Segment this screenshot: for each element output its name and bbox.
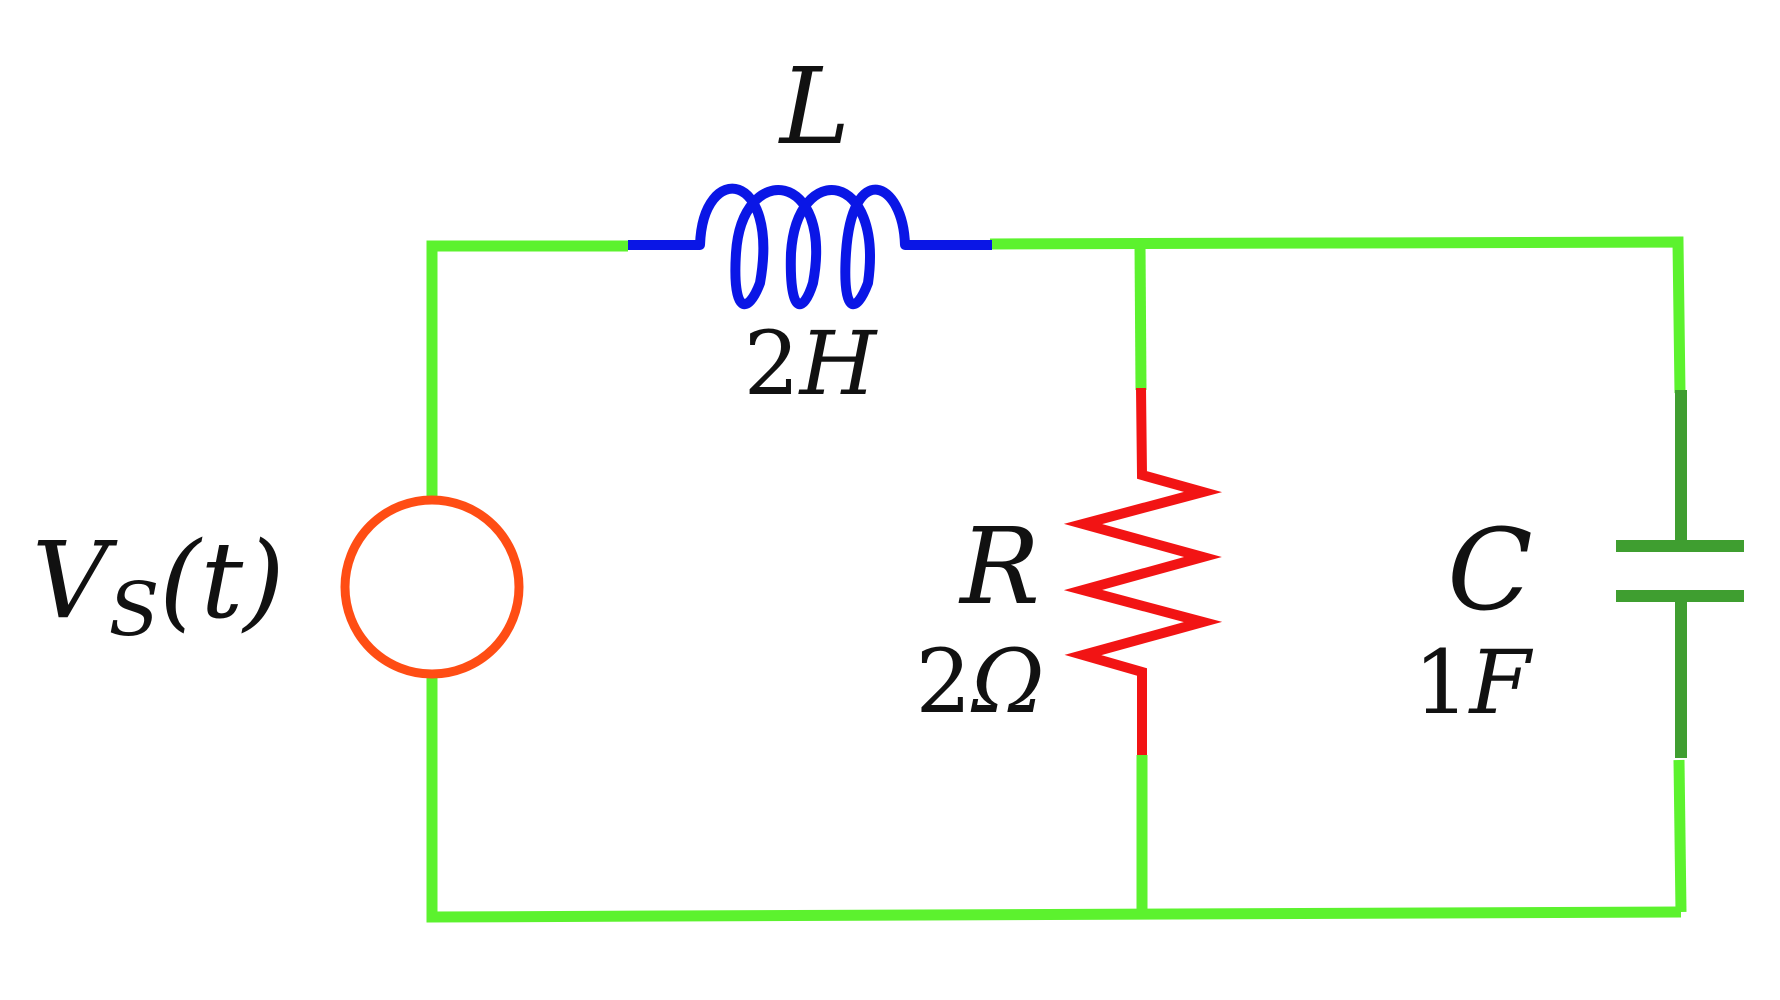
capacitor-value-label: 1F — [1413, 631, 1533, 734]
resistor-value-label: 2Ω — [916, 630, 1045, 733]
resistor-body — [1063, 387, 1223, 755]
capacitor-plates-icon — [1616, 390, 1744, 758]
resistor-value-number: 2 — [916, 630, 972, 733]
capacitor-symbol-label: C — [1447, 506, 1533, 636]
voltage-source-circle-icon — [340, 495, 524, 679]
resistor-zigzag-icon — [1063, 387, 1223, 755]
resistor-value-unit: Ω — [971, 630, 1045, 733]
inductor-value-number: 2 — [744, 312, 800, 415]
wire-top-right — [989, 236, 1686, 394]
circuit-wires — [426, 236, 1687, 923]
inductor-coil-icon — [628, 183, 992, 309]
inductor-winding — [695, 183, 910, 309]
source-label: VS(t) — [32, 519, 285, 653]
source-symbol: V — [32, 519, 118, 642]
wire-capacitor-bottom — [1673, 759, 1687, 913]
capacitor-value-unit: F — [1467, 631, 1533, 734]
inductor-symbol-label: L — [778, 45, 850, 168]
inductor-value-unit: H — [798, 312, 879, 415]
wire-resistor-top — [1134, 243, 1147, 391]
capacitor-value-number: 1 — [1413, 631, 1469, 734]
resistor-symbol-label: R — [958, 505, 1040, 628]
inductor-value-label: 2H — [744, 312, 879, 415]
wire-left-top — [426, 240, 628, 497]
source-subscript: S — [109, 567, 160, 653]
source-argument: (t) — [159, 519, 284, 642]
wire-bottom — [426, 678, 1682, 923]
